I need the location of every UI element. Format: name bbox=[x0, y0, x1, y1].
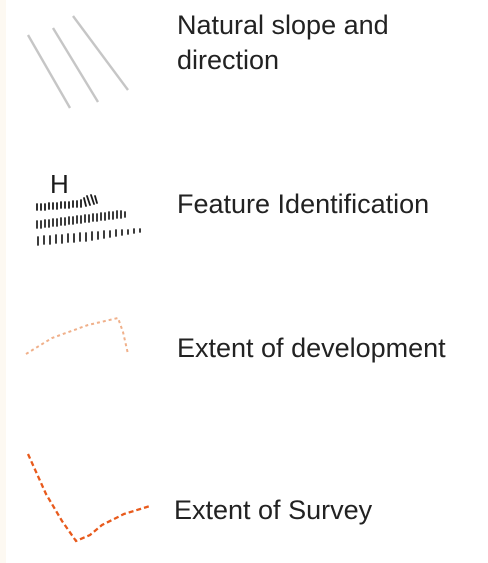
map-edge-strip bbox=[0, 0, 6, 563]
feature-hachure-icon: H bbox=[36, 169, 141, 246]
slope-lines-icon bbox=[26, 15, 129, 109]
development-extent-icon bbox=[25, 316, 129, 355]
feature-label: Feature Identification bbox=[177, 189, 430, 219]
survey-label: Extent of Survey bbox=[174, 495, 373, 525]
survey-extent-icon bbox=[26, 453, 151, 543]
slope-label: Natural slope and direction bbox=[177, 10, 389, 75]
feature-letter: H bbox=[50, 169, 69, 199]
development-label: Extent of development bbox=[177, 333, 446, 363]
